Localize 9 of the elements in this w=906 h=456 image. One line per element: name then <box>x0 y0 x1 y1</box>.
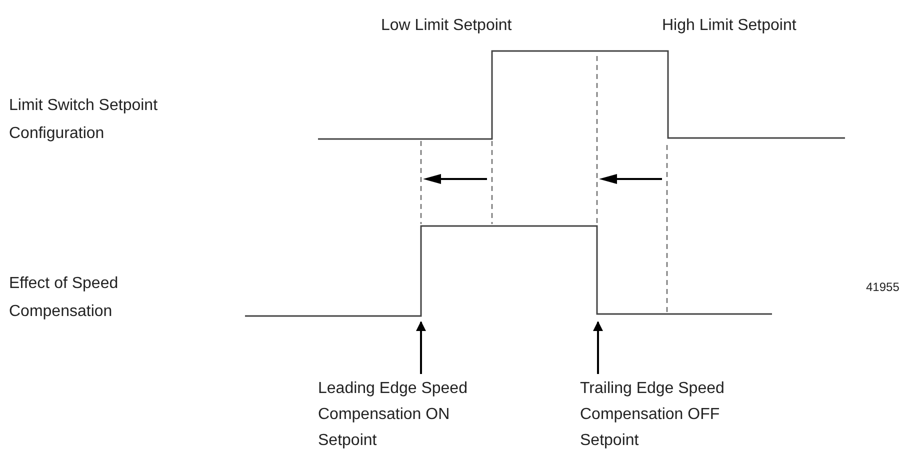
callout-text: Trailing Edge Speed Compensation OFF Setpoint <box>580 379 726 451</box>
signal-label: Low Limit Setpoint <box>381 16 513 36</box>
leader-line <box>416 321 426 374</box>
signal-label: Effect of Speed Compensation <box>9 274 120 322</box>
leader-line <box>593 321 603 374</box>
signal-label: High Limit Setpoint <box>662 16 798 36</box>
callout-text: Leading Edge Speed Compensation ON Setpoint <box>318 379 468 451</box>
signal-label: Limit Switch Setpoint Configuration <box>9 96 159 144</box>
figure-number: 41955 <box>866 279 900 296</box>
